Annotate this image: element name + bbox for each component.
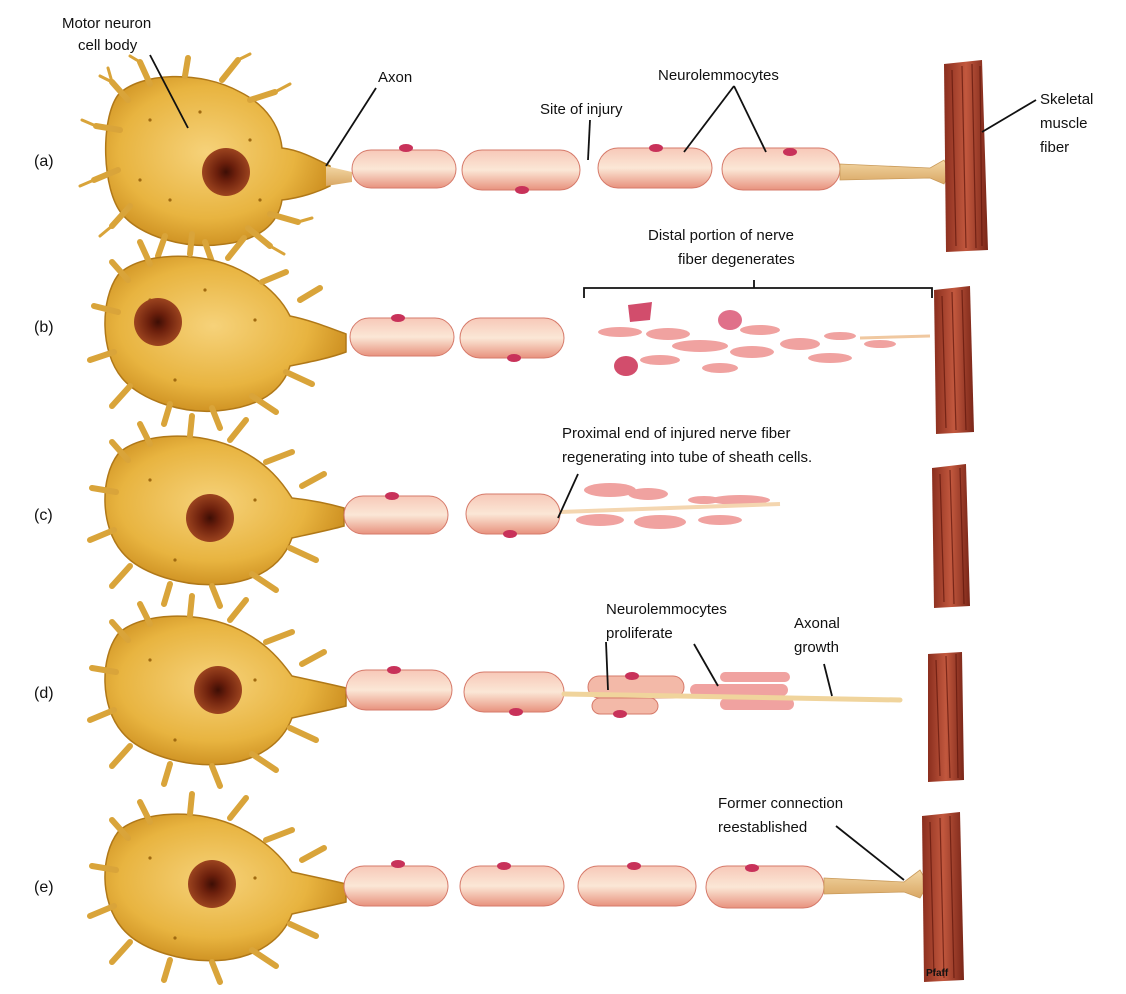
- label-cell-body: cell body: [78, 37, 138, 54]
- myelin-sheath: [344, 860, 824, 908]
- row-a: [80, 54, 988, 274]
- row-letter-a: (a): [34, 153, 54, 170]
- sheath-tube: [560, 483, 780, 529]
- label-distal-1: Distal portion of nerve: [648, 227, 794, 244]
- leader-skeletal: [982, 100, 1036, 132]
- nucleus: [202, 148, 250, 196]
- label-distal-2: fiber degenerates: [678, 251, 795, 268]
- leader-site-of-injury: [588, 120, 590, 160]
- muscle-fiber: [944, 60, 988, 252]
- muscle-fiber: [932, 464, 970, 608]
- proliferating-sheath: [564, 672, 900, 718]
- myelin-sheath: [344, 492, 560, 538]
- degenerating-debris: [598, 302, 930, 376]
- nucleus: [186, 494, 234, 542]
- leader-neurolemmocytes-2: [734, 86, 766, 152]
- label-skeletal: Skeletal: [1040, 91, 1093, 108]
- myelin-sheath: [346, 666, 564, 716]
- muscle-fiber: [934, 286, 974, 434]
- nucleus: [194, 666, 242, 714]
- leader-neurolemmocytes-1: [684, 86, 734, 152]
- distal-bracket: [584, 280, 932, 298]
- label-muscle: muscle: [1040, 115, 1088, 132]
- row-letter-e: (e): [34, 879, 54, 896]
- label-neurolemmocytes: Neurolemmocytes: [658, 67, 779, 84]
- row-letter-c: (c): [34, 507, 53, 524]
- label-axon: Axon: [378, 69, 412, 86]
- label-proliferate-1: Neurolemmocytes: [606, 601, 727, 618]
- muscle-fiber: [928, 652, 964, 782]
- nucleus: [134, 298, 182, 346]
- label-motor-neuron: Motor neuron: [62, 15, 151, 32]
- leader-axonal-growth: [824, 664, 832, 696]
- leader-proliferate-2: [694, 644, 718, 686]
- artist-signature: Pfaff: [926, 968, 949, 979]
- row-b: [90, 234, 974, 434]
- axon-hillock: [326, 166, 352, 186]
- axon-terminal: [824, 870, 928, 898]
- row-e: [90, 794, 964, 982]
- nucleus: [188, 860, 236, 908]
- label-former-connection: Former connection: [718, 795, 843, 812]
- label-proximal-2: regenerating into tube of sheath cells.: [562, 449, 812, 466]
- myelin-sheath: [350, 314, 564, 362]
- label-reestablished: reestablished: [718, 819, 807, 836]
- label-growth: growth: [794, 639, 839, 656]
- cell-body: [90, 234, 346, 428]
- label-axonal: Axonal: [794, 615, 840, 632]
- myelin-sheath: [352, 144, 840, 194]
- label-proliferate-2: proliferate: [606, 625, 673, 642]
- label-proximal-1: Proximal end of injured nerve fiber: [562, 425, 790, 442]
- label-fiber: fiber: [1040, 139, 1069, 156]
- label-site-of-injury: Site of injury: [540, 101, 623, 118]
- axon-terminal: [840, 160, 950, 184]
- row-letter-b: (b): [34, 319, 54, 336]
- leader-former-connection: [836, 826, 904, 880]
- row-c: [90, 416, 970, 608]
- muscle-fiber: [922, 812, 964, 982]
- row-letter-d: (d): [34, 685, 54, 702]
